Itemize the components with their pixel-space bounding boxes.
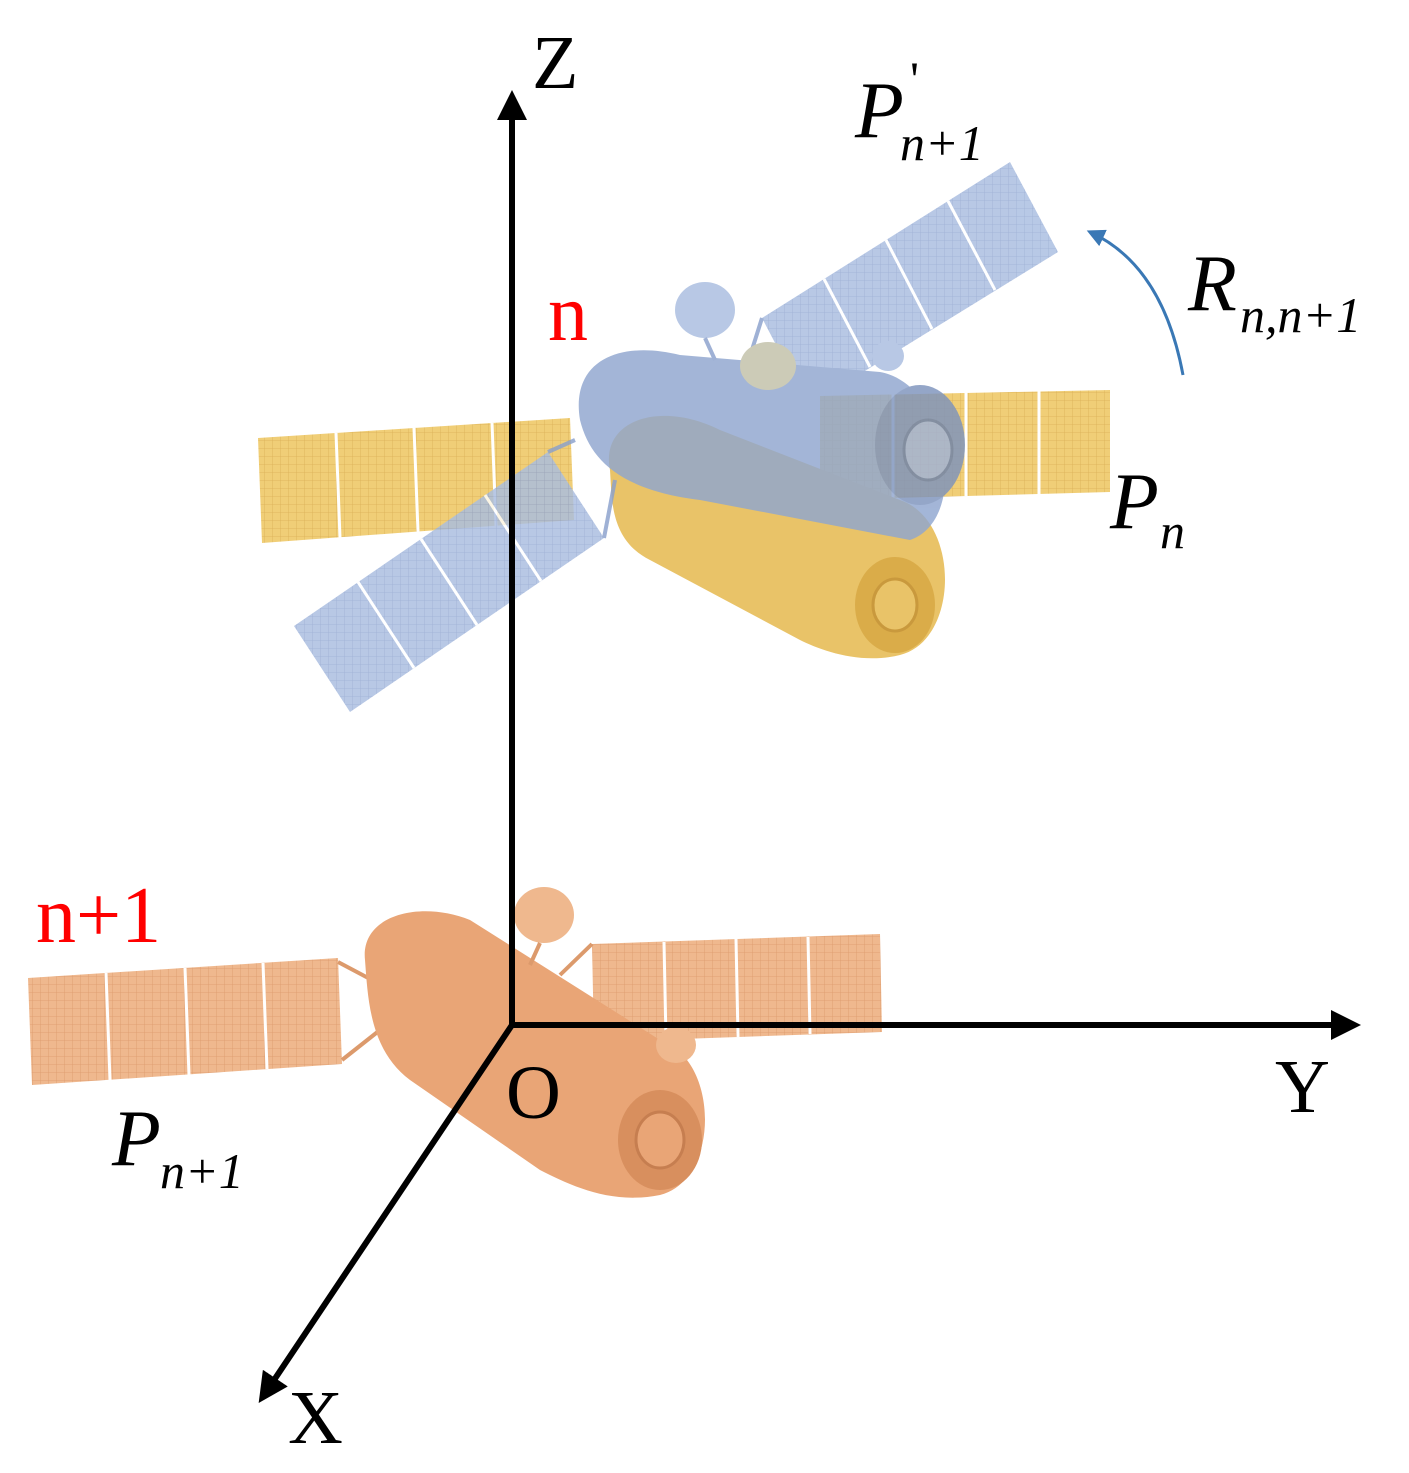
y-axis-label: Y (1275, 1045, 1330, 1129)
label-p-n1: P n+1 (111, 1095, 244, 1199)
svg-text:': ' (910, 51, 919, 107)
svg-text:R: R (1187, 240, 1237, 328)
svg-text:n+1: n+1 (160, 1143, 244, 1199)
label-p-prime: P ' n+1 (854, 51, 984, 171)
svg-text:P: P (1109, 458, 1159, 546)
frame-n1-label: n+1 (36, 872, 161, 960)
solar-panel-prime-upper (762, 162, 1058, 406)
label-p-n: P n (1109, 458, 1185, 559)
frame-n-label: n (548, 270, 588, 358)
svg-text:n: n (1160, 503, 1185, 559)
spacecraft-n1 (28, 887, 882, 1198)
solar-panel-n1-right (592, 934, 882, 1042)
svg-text:n+1: n+1 (900, 115, 984, 171)
origin-label: O (506, 1051, 561, 1135)
solar-panel-prime-lower (294, 452, 604, 712)
spacecraft-prime (294, 162, 1058, 712)
svg-text:n,n+1: n,n+1 (1240, 287, 1361, 343)
x-axis (258, 1023, 515, 1403)
svg-text:P: P (854, 67, 904, 155)
z-axis-label: Z (532, 21, 578, 105)
label-rotation: R n,n+1 (1187, 240, 1361, 343)
solar-panel-n1-left (28, 958, 342, 1085)
x-axis-label: X (288, 1376, 343, 1460)
dish-antenna-icon (675, 282, 904, 390)
rotation-arrow (1086, 229, 1185, 376)
spacecraft-prime-body (578, 350, 946, 540)
axes (258, 90, 1361, 1403)
svg-text:P: P (111, 1095, 161, 1183)
dish-antenna-icon (514, 887, 696, 1063)
